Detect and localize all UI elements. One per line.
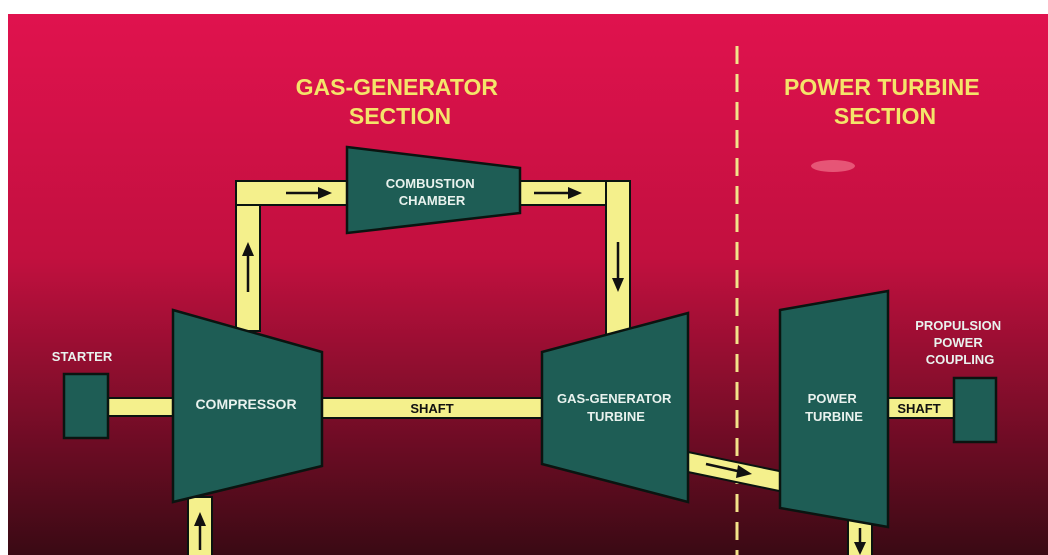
propulsion-power-coupling-label: PROPULSION POWER COUPLING bbox=[915, 318, 1005, 367]
combustion-chamber-shape bbox=[345, 145, 522, 235]
flow-arrows bbox=[194, 187, 866, 555]
glow-highlight bbox=[811, 160, 855, 172]
power-turbine-shape bbox=[778, 289, 890, 529]
arrow-down-icon bbox=[854, 528, 866, 555]
gas-generator-turbine-label: GAS-GENERATOR TURBINE bbox=[557, 391, 675, 424]
arrow-up-icon bbox=[194, 512, 206, 550]
gas-generator-section-title: GAS-GENERATOR SECTION bbox=[296, 74, 505, 129]
combustion-chamber-label: COMBUSTION CHAMBER bbox=[386, 176, 478, 208]
arrow-down-icon bbox=[612, 242, 624, 292]
starter-box bbox=[62, 372, 110, 440]
coupling-box bbox=[952, 376, 998, 444]
arrow-diagonal-icon bbox=[705, 462, 752, 478]
gas-generator-turbine-shape bbox=[540, 311, 690, 504]
power-turbine-label: POWER TURBINE bbox=[805, 391, 863, 424]
compressor-shape bbox=[171, 308, 324, 504]
arrow-right-icon bbox=[534, 187, 582, 199]
output-shaft-label: SHAFT bbox=[897, 401, 940, 416]
compressor-label: COMPRESSOR bbox=[195, 396, 296, 412]
power-turbine-section-title: POWER TURBINE SECTION bbox=[784, 74, 986, 129]
starter-shaft bbox=[105, 397, 177, 417]
main-shaft-label: SHAFT bbox=[410, 401, 453, 416]
starter-label: STARTER bbox=[52, 349, 113, 364]
arrow-right-icon bbox=[286, 187, 332, 199]
arrow-up-icon bbox=[242, 242, 254, 292]
